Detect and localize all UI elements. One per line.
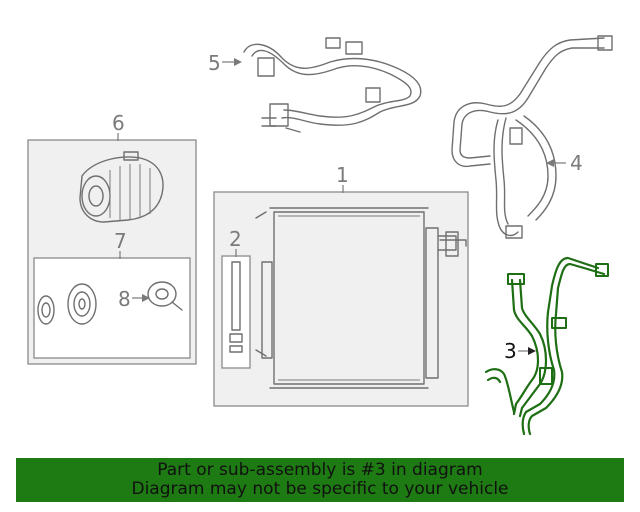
callout-5: 5 [208, 51, 242, 75]
svg-text:5: 5 [208, 51, 221, 75]
svg-text:6: 6 [112, 111, 125, 135]
callout-3: 3 [504, 339, 536, 363]
part-2-receiver-drier[interactable] [229, 261, 243, 353]
part-5-discharge-line[interactable] [243, 37, 422, 133]
callout-8: 8 [118, 287, 150, 311]
svg-text:8: 8 [118, 287, 131, 311]
part-4-suction-line[interactable] [451, 35, 613, 239]
part-7-clutch-plate[interactable] [37, 295, 55, 325]
callout-1: 1 [336, 163, 349, 193]
part-7-clutch-pulley[interactable] [67, 283, 97, 325]
part-3-liquid-line[interactable] [484, 256, 609, 436]
svg-text:1: 1 [336, 163, 349, 187]
banner-line-2: Diagram may not be specific to your vehi… [131, 479, 509, 499]
svg-text:7: 7 [114, 229, 127, 253]
part-6-compressor[interactable] [79, 151, 164, 223]
callout-6: 6 [112, 111, 125, 141]
part-8-clutch-coil[interactable] [147, 281, 183, 311]
svg-text:4: 4 [570, 151, 583, 175]
part-7-clutch-box [33, 257, 191, 359]
banner-line-1: Part or sub-assembly is #3 in diagram [157, 460, 483, 480]
part-1-condenser[interactable] [255, 207, 467, 389]
callout-7: 7 [114, 229, 127, 259]
svg-text:3: 3 [504, 339, 517, 363]
callout-2: 2 [229, 227, 242, 257]
part-1-condenser-box [213, 191, 469, 407]
part-notice-banner: Part or sub-assembly is #3 in diagram Di… [16, 458, 624, 502]
part-2-drier-box [221, 255, 251, 369]
svg-text:2: 2 [229, 227, 242, 251]
callout-4: 4 [546, 151, 583, 175]
